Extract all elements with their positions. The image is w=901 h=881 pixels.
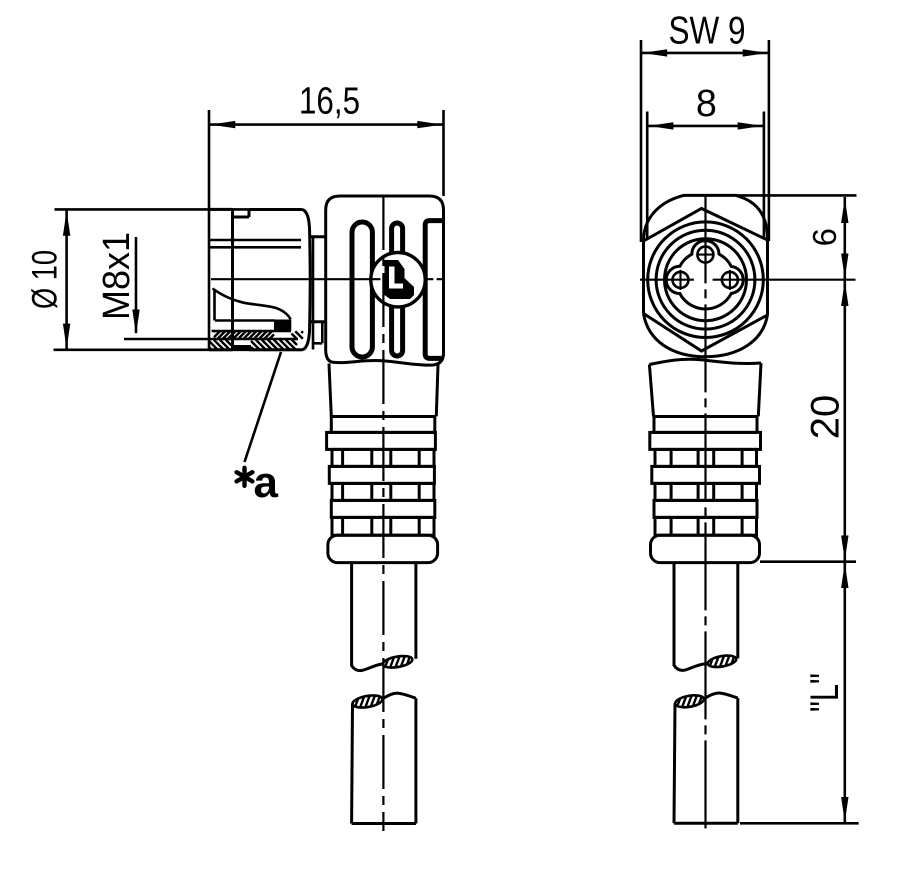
svg-text:20: 20 <box>804 395 848 440</box>
svg-text:6: 6 <box>806 228 843 246</box>
svg-text:16,5: 16,5 <box>299 81 360 123</box>
svg-text:Ø 10: Ø 10 <box>26 250 65 309</box>
svg-text:8: 8 <box>696 82 717 124</box>
svg-text:SW 9: SW 9 <box>669 10 746 53</box>
svg-text:M8x1: M8x1 <box>95 232 137 320</box>
svg-text:"L": "L" <box>803 673 847 712</box>
svg-text:a: a <box>254 458 279 507</box>
